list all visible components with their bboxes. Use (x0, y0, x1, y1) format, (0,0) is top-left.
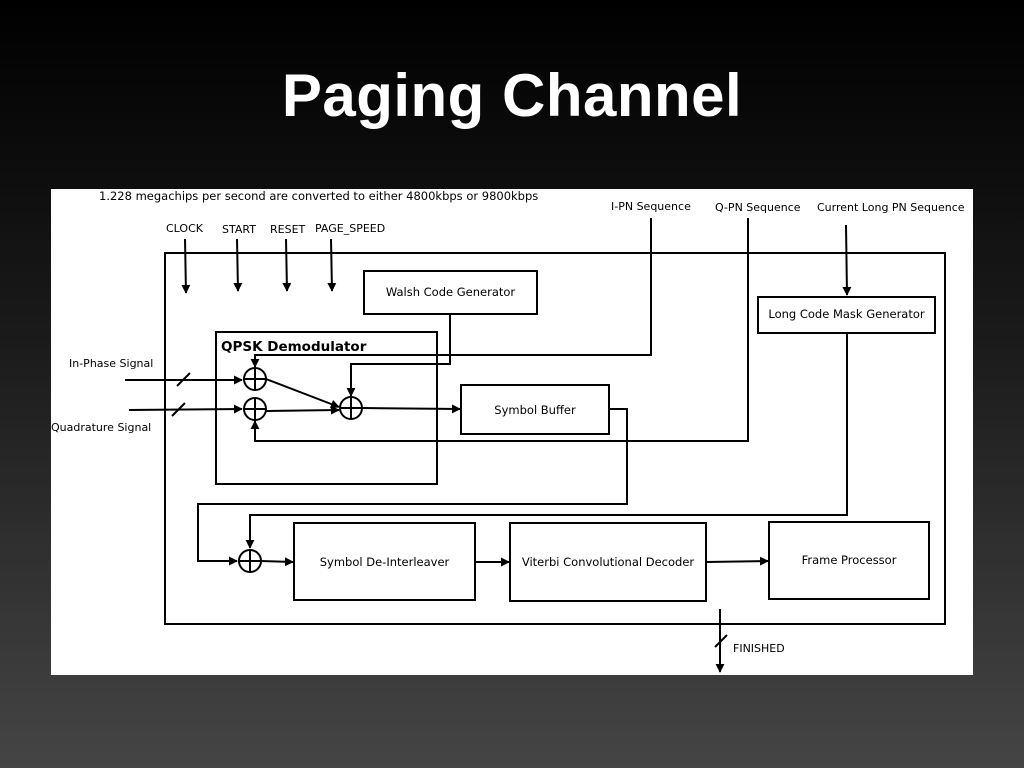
long-code-mask-generator-label: Long Code Mask Generator (768, 307, 925, 321)
walsh-code-generator-label: Walsh Code Generator (386, 285, 516, 299)
page-speed-label: PAGE_SPEED (315, 222, 385, 235)
in-phase-to-combiner-arrow (265, 378, 340, 409)
slide-title: Paging Channel (281, 62, 743, 129)
symbol-buffer-label: Symbol Buffer (494, 403, 576, 417)
block-diagram: 1.228 megachips per second are converted… (51, 189, 973, 675)
walsh-combiner-icon (339, 396, 363, 420)
q-pn-path (250, 218, 749, 442)
qpsk-demodulator-label: QPSK Demodulator (221, 339, 367, 355)
i-pn-path (250, 218, 652, 368)
quadrature-to-combiner-arrow (265, 405, 340, 415)
system-boundary (164, 252, 946, 625)
page-speed-arrow (327, 238, 337, 292)
symbol-deinterleaver-label: Symbol De-Interleaver (320, 555, 450, 569)
frame-processor-block (768, 521, 930, 600)
combiner-to-buffer-arrow (361, 404, 461, 414)
quadrature-mixer-icon (243, 397, 267, 421)
reset-label: RESET (270, 223, 306, 236)
viterbi-to-frame-arrow (705, 556, 769, 566)
start-label: START (222, 223, 256, 236)
in-phase-bus-slash (176, 372, 191, 387)
i-pn-label: I-PN Sequence (611, 200, 691, 213)
symbol-deinterleaver-block (293, 522, 476, 601)
walsh-path (346, 314, 451, 397)
long-pn-arrow (842, 224, 852, 296)
frame-processor-label: Frame Processor (802, 553, 897, 567)
clock-arrow (181, 238, 191, 294)
in-phase-mixer-icon (243, 367, 267, 391)
viterbi-decoder-block (509, 522, 707, 602)
symbol-buffer-block (460, 384, 610, 435)
long-code-mask-path (245, 333, 848, 549)
reset-arrow (282, 238, 292, 292)
q-pn-label: Q-PN Sequence (715, 201, 801, 214)
start-arrow (233, 238, 243, 292)
quadrature-bus-slash (171, 402, 186, 417)
in-phase-label: In-Phase Signal (69, 357, 153, 370)
clock-label: CLOCK (166, 222, 204, 235)
quadrature-input-arrow (128, 404, 243, 414)
block-diagram-svg: 1.228 megachips per second are converted… (51, 189, 965, 673)
diagram-caption: 1.228 megachips per second are converted… (99, 189, 538, 203)
long-pn-label: Current Long PN Sequence (817, 201, 965, 214)
buffer-to-combiner-path (197, 408, 628, 566)
viterbi-decoder-label: Viterbi Convolutional Decoder (522, 555, 695, 569)
finished-label: FINISHED (733, 642, 785, 655)
finished-bus-slash (714, 634, 728, 648)
quadrature-label: Quadrature Signal (51, 421, 151, 434)
long-code-combiner-icon (238, 549, 262, 573)
combiner-to-deinterleaver-arrow (260, 557, 294, 567)
